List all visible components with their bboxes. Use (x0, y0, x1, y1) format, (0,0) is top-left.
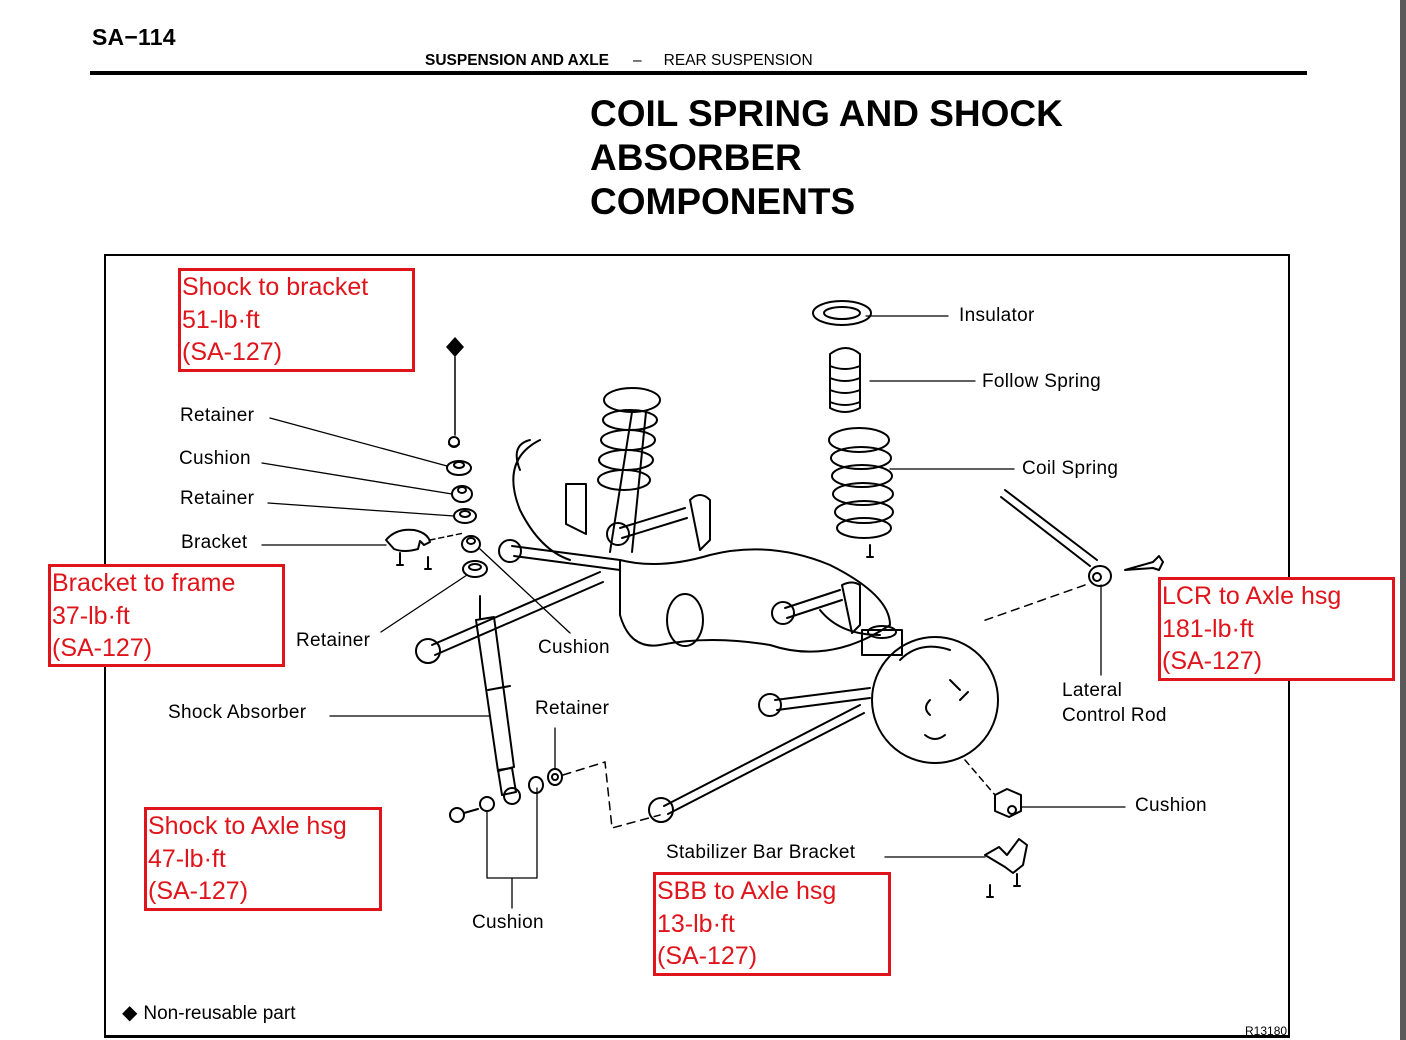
torque-note-ref: (SA-127) (52, 634, 153, 662)
torque-note-value: 37-lb·ft (52, 601, 130, 630)
header-separator: – (633, 52, 642, 69)
label-lateral-control-rod-line: Control Rod (1062, 705, 1167, 726)
section-title: SUSPENSION AND AXLE (425, 52, 610, 69)
follow-spring-icon (829, 347, 861, 413)
legend-label: Non-reusable part (143, 1003, 296, 1024)
cushion-lower-icon (461, 535, 481, 553)
retainer-mid-icon (453, 508, 477, 524)
coil-spring-icon (828, 427, 894, 558)
subsection-title: REAR SUSPENSION (663, 52, 813, 69)
right-brake-drum-icon (861, 625, 999, 764)
label-stabilizer-bar-bracket: Stabilizer Bar Bracket (666, 842, 856, 863)
torque-note-bracket-to-frame: Bracket to frame 37-lb·ft (SA-127) (48, 564, 285, 667)
label-cushion-center: Cushion (538, 637, 610, 658)
cushion-top-icon (451, 485, 473, 503)
vertical-scrollbar[interactable] (1400, 0, 1406, 1040)
shock-nut-icon (448, 436, 460, 448)
label-coil-spring: Coil Spring (1022, 458, 1119, 479)
torque-note-value: 47-lb·ft (148, 844, 226, 873)
torque-note-shock-to-axle: Shock to Axle hsg 47-lb·ft (SA-127) (144, 807, 382, 911)
page-title-line: COMPONENTS (590, 181, 856, 222)
figure-ref-code: R13180 (1245, 1024, 1288, 1038)
insulator-icon (812, 300, 872, 326)
page-number: SA−114 (92, 24, 176, 50)
label-retainer-lower: Retainer (296, 630, 371, 651)
shock-absorber-icon (475, 595, 521, 805)
torque-note-value: 13-lb·ft (657, 909, 735, 938)
installed-coil-spring-icon (597, 387, 661, 553)
torque-note-sbb-to-axle: SBB to Axle hsg 13-lb·ft (SA-127) (653, 872, 891, 976)
torque-note-shock-to-bracket: Shock to bracket 51-lb·ft (SA-127) (178, 268, 415, 372)
axle-housing-icon (619, 548, 891, 653)
torque-note-lcr-to-axle: LCR to Axle hsg 181-lb·ft (SA-127) (1158, 577, 1395, 681)
page-title: COIL SPRING AND SHOCK ABSORBER COMPONENT… (590, 92, 1063, 224)
cushion-bottom-right-icon (528, 776, 544, 794)
label-retainer-bottom: Retainer (535, 698, 610, 719)
label-retainer-mid: Retainer (180, 488, 255, 509)
torque-note-value: 181-lb·ft (1162, 614, 1254, 643)
retainer-lower-icon (462, 560, 488, 578)
non-reusable-diamond-icon (446, 337, 464, 436)
torque-note-label: Shock to bracket (182, 273, 369, 301)
torque-note-ref: (SA-127) (182, 338, 283, 366)
torque-note-ref: (SA-127) (1162, 647, 1263, 675)
label-follow-spring: Follow Spring (982, 371, 1102, 392)
torque-note-label: Bracket to frame (52, 569, 236, 597)
legend: ◆Non-reusable part (122, 1000, 295, 1025)
label-insulator: Insulator (959, 305, 1035, 326)
lower-control-arm-icon (415, 571, 871, 823)
torque-note-label: LCR to Axle hsg (1162, 582, 1342, 610)
cushion-bottom-left-icon (479, 796, 495, 812)
label-bracket: Bracket (181, 532, 248, 553)
retainer-top-icon (446, 460, 472, 476)
torque-note-label: SBB to Axle hsg (657, 877, 837, 905)
label-lateral-control-rod: Lateral Control Rod (1062, 680, 1167, 727)
header-rule (90, 71, 1307, 75)
torque-note-ref: (SA-127) (148, 877, 249, 905)
page-title-line: ABSORBER (590, 137, 802, 178)
label-cushion-top: Cushion (179, 448, 251, 469)
torque-note-value: 51-lb·ft (182, 305, 260, 334)
running-header: SUSPENSION AND AXLE – REAR SUSPENSION (425, 52, 813, 70)
left-brake-drum-icon (512, 439, 587, 561)
torque-note-label: Shock to Axle hsg (148, 812, 347, 840)
retainer-bottom-icon (547, 768, 563, 786)
stabilizer-bar-bracket-icon (984, 838, 1028, 898)
label-retainer-top: Retainer (180, 405, 255, 426)
stabilizer-cushion-icon (964, 759, 1022, 818)
lateral-control-rod-icon (979, 489, 1164, 623)
bracket-icon (385, 528, 465, 570)
non-reusable-diamond-icon: ◆ (122, 1002, 138, 1024)
lower-shock-bolt-icon (449, 807, 479, 823)
label-lateral-control-rod-line: Lateral (1062, 680, 1123, 701)
torque-note-ref: (SA-127) (657, 942, 758, 970)
upper-control-arm-icon (498, 494, 861, 634)
label-cushion-right: Cushion (1135, 795, 1207, 816)
page-title-line: COIL SPRING AND SHOCK (590, 93, 1063, 134)
label-cushion-bottom: Cushion (472, 912, 544, 933)
label-shock-absorber: Shock Absorber (168, 702, 307, 723)
leader-lines (261, 315, 1126, 909)
